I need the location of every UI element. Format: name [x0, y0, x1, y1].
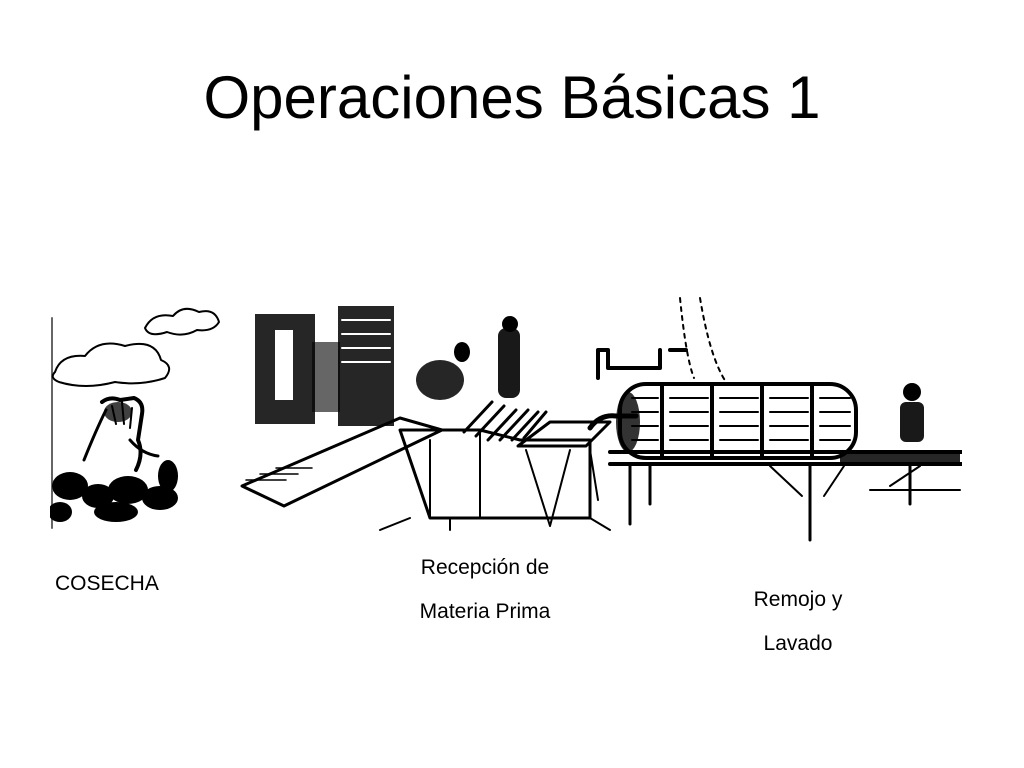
conveyor-slats: [462, 400, 548, 442]
operator-figure-icon: [900, 383, 924, 442]
stage-label-line: COSECHA: [55, 572, 159, 595]
inlet-pipe: [587, 413, 639, 431]
stage-label-line: Lavado: [763, 632, 833, 655]
stage-label-recepcion: Recepción de Materia Prima: [380, 546, 590, 634]
cloud-icon: [51, 342, 171, 387]
worker-figure-icon: [416, 316, 520, 400]
crop-bushes-icon: [50, 460, 178, 522]
inspection-table: [516, 420, 612, 448]
washing-scene: [587, 297, 962, 542]
stage-label-line: Recepción de: [420, 556, 550, 579]
stage-label-cosecha: COSECHA: [55, 562, 197, 606]
process-illustration: [50, 297, 962, 542]
harvester-figure-icon: [82, 396, 160, 472]
cloud-icon: [144, 307, 220, 336]
stage-label-line: Materia Prima: [419, 600, 551, 623]
truck-icon: [255, 306, 394, 426]
stage-label-remojo: Remojo y Lavado: [718, 578, 878, 666]
stage-label-line: Remojo y: [753, 588, 843, 611]
harvest-scene: [50, 307, 220, 529]
rotary-drum-washer-icon: [616, 382, 858, 460]
reception-scene: [240, 306, 612, 531]
slide-title: Operaciones Básicas 1: [203, 64, 821, 131]
water-pipe: [596, 348, 688, 380]
hopper: [398, 428, 592, 520]
output-conveyor: [840, 450, 960, 466]
